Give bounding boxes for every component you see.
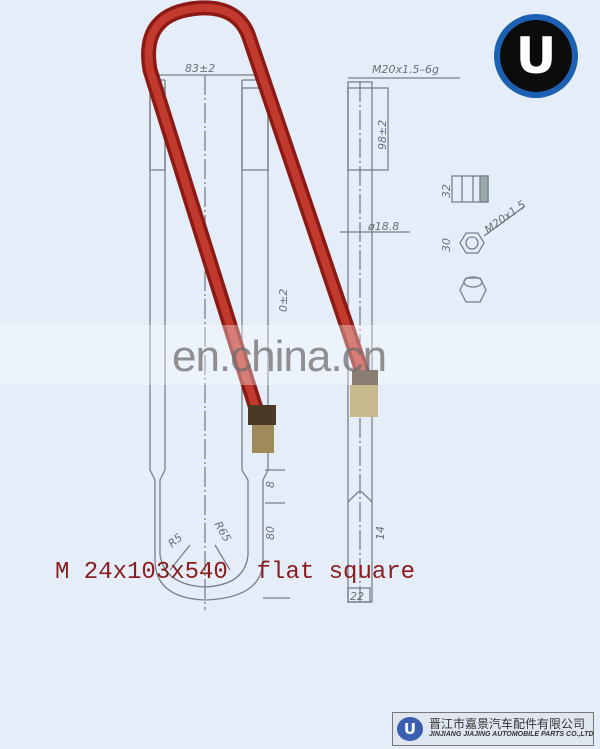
dim-width: 83±2 — [185, 62, 215, 75]
company-name-en: JINJIANG JIAJING AUTOMOBILE PARTS CO.,LT… — [429, 731, 594, 738]
company-name-cn: 晋江市嘉景汽车配件有限公司 — [429, 717, 586, 731]
dim-r5: R5 — [166, 531, 186, 550]
dim-r65: R65 — [211, 519, 233, 544]
ubolt-photo — [141, 0, 378, 453]
dim-nut-thread: M20x1.5 — [482, 198, 528, 236]
dim-length: 0±2 — [277, 289, 290, 312]
dim-thread-length: 98±2 — [376, 120, 389, 150]
dim-nut-size: 30 — [440, 238, 453, 252]
company-footer: U 晋江市嘉景汽车配件有限公司 JINJIANG JIAJING AUTOMOB… — [392, 712, 594, 746]
dim-8: 8 — [264, 481, 277, 488]
company-logo-icon: U — [397, 717, 423, 741]
watermark-band — [0, 325, 600, 385]
brand-logo: U — [494, 14, 578, 98]
dim-22: 22 — [350, 590, 364, 603]
dim-14: 14 — [374, 526, 387, 540]
product-caption: M 24x103x540 flat square — [55, 559, 416, 586]
watermark-text: en.china.cn — [172, 332, 387, 381]
dim-nut-height: 32 — [440, 184, 453, 198]
dim-thread: M20x1.5–6g — [372, 63, 439, 76]
dim-diameter: ø18.8 — [367, 220, 399, 233]
dim-80: 80 — [264, 526, 277, 540]
ubolt-outline — [149, 80, 269, 601]
logo-letter: U — [515, 27, 557, 85]
